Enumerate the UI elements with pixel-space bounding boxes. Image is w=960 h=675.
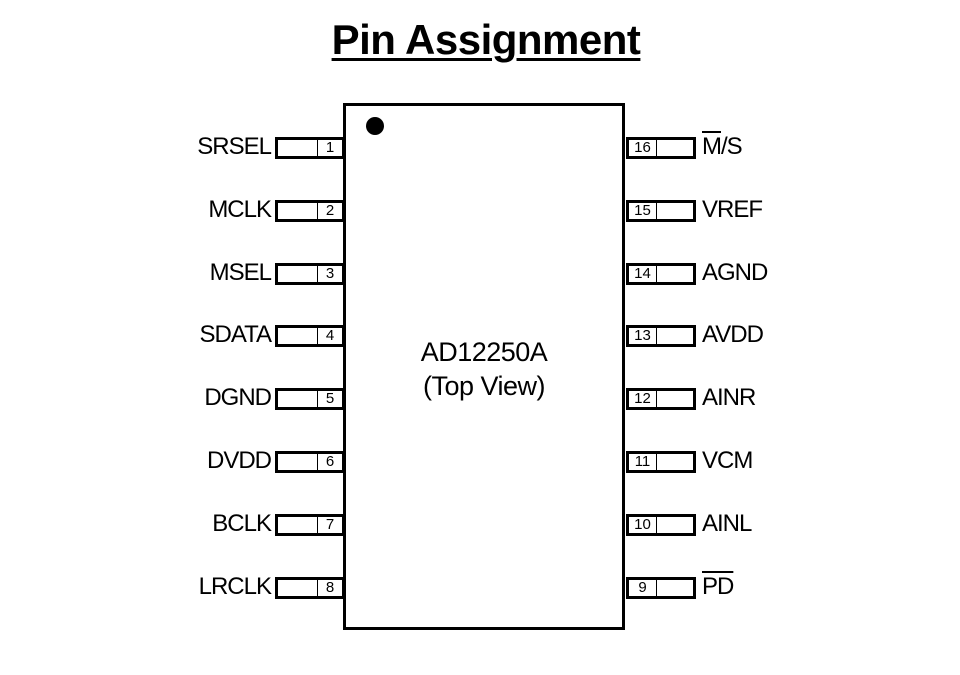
- pin-number: 7: [317, 516, 343, 534]
- pin-name-label: AINL: [702, 510, 752, 538]
- pin-name-label: M/S: [702, 133, 743, 161]
- chip-name: AD12250A: [420, 337, 548, 367]
- pin-1-indicator-dot: [366, 117, 384, 135]
- pin-name-active-low: PD: [702, 573, 734, 600]
- chip-body: [343, 103, 625, 630]
- pin-name-label: BCLK: [212, 510, 272, 537]
- pin-name-label: AVDD: [702, 321, 764, 349]
- pin-right: 14: [626, 263, 696, 285]
- pin-name-label: MSEL: [209, 259, 272, 286]
- pin-name-label: AGND: [702, 259, 768, 287]
- pin-right: 11: [626, 451, 696, 473]
- pin-number: 4: [317, 327, 343, 345]
- pin-name-label: VREF: [702, 196, 763, 224]
- pin-name-label: LRCLK: [198, 573, 272, 600]
- pin-right: 10: [626, 514, 696, 536]
- pin-name-text: AINR: [702, 384, 756, 411]
- pin-number: 6: [317, 453, 343, 471]
- page-title: Pin Assignment: [0, 14, 960, 66]
- pin-right: 16: [626, 137, 696, 159]
- pin-name-label: MCLK: [208, 196, 272, 223]
- pin-number: 12: [628, 390, 657, 408]
- title-text: Pin Assignment: [331, 16, 641, 63]
- pin-name-label: SRSEL: [197, 133, 272, 160]
- pin-name-active-low: M: [702, 133, 722, 160]
- pin-name-label: DGND: [204, 384, 272, 411]
- chip-view-label: (Top View): [422, 371, 546, 401]
- pin-right: 9: [626, 577, 696, 599]
- pin-left: 7: [275, 514, 345, 536]
- pin-right: 15: [626, 200, 696, 222]
- pin-number: 2: [317, 202, 343, 220]
- pin-name-label: VCM: [702, 447, 753, 475]
- pin-number: 11: [628, 453, 657, 471]
- pin-right: 13: [626, 325, 696, 347]
- pin-number: 5: [317, 390, 343, 408]
- pin-name-text: VREF: [702, 196, 763, 223]
- pin-number: 3: [317, 265, 343, 283]
- pin-left: 2: [275, 200, 345, 222]
- pin-left: 6: [275, 451, 345, 473]
- pin-name-text: AGND: [702, 259, 768, 286]
- pin-number: 14: [628, 265, 657, 283]
- pin-name-label: DVDD: [206, 447, 272, 474]
- pin-number: 10: [628, 516, 657, 534]
- pin-left: 5: [275, 388, 345, 410]
- pin-number: 1: [317, 139, 343, 157]
- pin-name-label: PD: [702, 573, 734, 601]
- pin-number: 16: [628, 139, 657, 157]
- pin-name-label: AINR: [702, 384, 756, 412]
- pin-number: 15: [628, 202, 657, 220]
- pin-left: 3: [275, 263, 345, 285]
- pin-name-text: VCM: [702, 447, 753, 474]
- pin-name-label: SDATA: [199, 321, 272, 348]
- pin-name-text: AVDD: [702, 321, 764, 348]
- pin-number: 8: [317, 579, 343, 597]
- pin-number: 9: [628, 579, 657, 597]
- pin-left: 4: [275, 325, 345, 347]
- pin-left: 8: [275, 577, 345, 599]
- pin-right: 12: [626, 388, 696, 410]
- pin-name-text: AINL: [702, 510, 752, 537]
- pin-name-text: /S: [721, 133, 743, 160]
- pin-number: 13: [628, 327, 657, 345]
- pin-left: 1: [275, 137, 345, 159]
